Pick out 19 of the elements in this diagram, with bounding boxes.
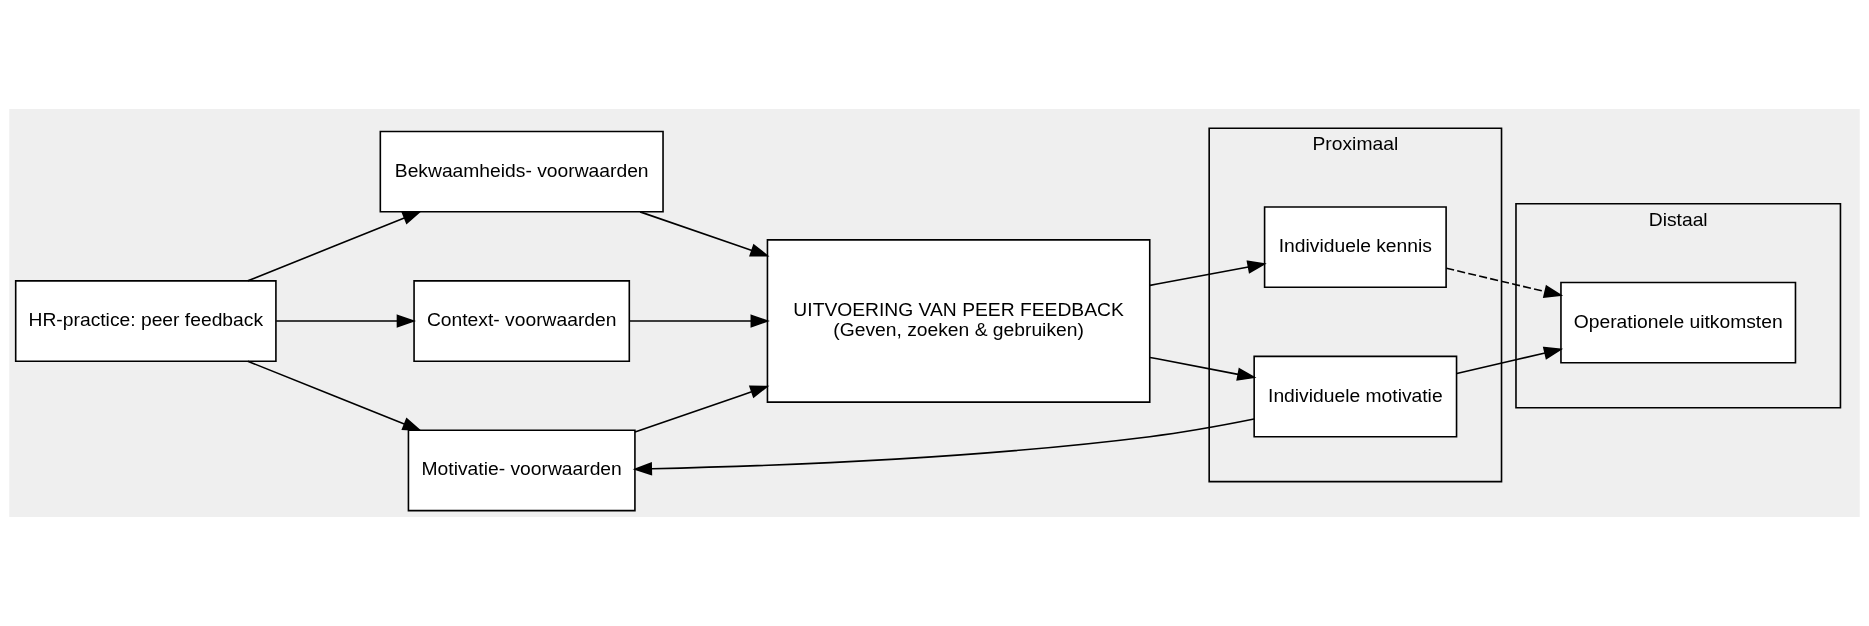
node-box: Operationele uitkomsten xyxy=(1560,281,1797,364)
node-box: Context- voorwaarden xyxy=(413,280,631,362)
node-box: HR-practice: peer feedback xyxy=(14,280,277,362)
node-box: Bekwaamheids- voorwaarden xyxy=(379,130,664,213)
arrow xyxy=(634,385,770,433)
arrow xyxy=(246,211,422,282)
node-box: Motivatie- voorwaarden xyxy=(407,429,636,512)
arrow xyxy=(1456,346,1564,375)
arrow xyxy=(1445,267,1564,298)
node-box: Individuele motivatie xyxy=(1253,355,1458,438)
arrow xyxy=(246,360,422,432)
node-box: UITVOERING VAN PEER FEEDBACK (Geven, zoeken & gebruiken) xyxy=(766,239,1151,403)
arrow xyxy=(275,314,416,328)
arrow xyxy=(1149,356,1257,381)
arrow xyxy=(632,418,1255,476)
arrow xyxy=(628,314,770,328)
arrow xyxy=(639,211,770,257)
node-box: Individuele kennis xyxy=(1263,206,1447,289)
arrow xyxy=(1149,260,1267,287)
